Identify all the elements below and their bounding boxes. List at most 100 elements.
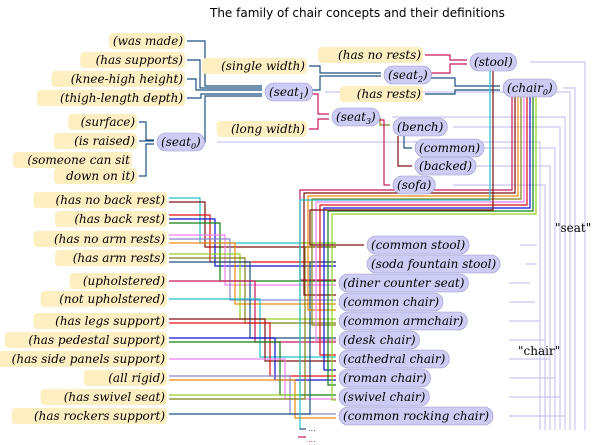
concept-text: (cathedral chair): [343, 352, 446, 366]
wire: [307, 96, 519, 311]
concept-cathedral-chair[interactable]: (cathedral chair): [338, 349, 450, 369]
definition-text: down on it): [66, 169, 135, 183]
concept-name: backed: [424, 159, 468, 173]
paren-close: ): [459, 276, 465, 290]
definition-surface: (surface): [68, 114, 137, 130]
concept-pill[interactable]: [392, 117, 448, 137]
paren-open: (: [336, 110, 341, 124]
paren-close: ): [421, 371, 427, 385]
paren-close: ): [547, 81, 553, 95]
concept-soda-stool[interactable]: (soda fountain stool): [366, 254, 501, 274]
definition-text: (has back rest): [74, 212, 165, 226]
concept-pill[interactable]: [331, 107, 381, 127]
concept-pill[interactable]: [383, 65, 433, 85]
concept-seat3[interactable]: (seat3): [331, 107, 381, 127]
wire: [169, 201, 336, 248]
wire: [299, 70, 491, 430]
definition-pill: [53, 133, 137, 149]
concept-desk-chair[interactable]: (desk chair): [338, 330, 420, 350]
concept-common[interactable]: (common): [414, 138, 485, 158]
definition-pill: [55, 211, 167, 227]
concept-pill[interactable]: [338, 387, 430, 407]
definition-pill: [339, 86, 423, 102]
paren-open: (: [343, 295, 348, 309]
definition-text: (all rigid): [108, 371, 165, 385]
concept-pill[interactable]: [338, 292, 444, 312]
concept-name: stool: [479, 55, 508, 69]
link-line: [475, 165, 551, 430]
paren-close: ): [507, 55, 513, 69]
paren-close: ): [483, 409, 489, 423]
concept-name: seat: [393, 68, 418, 82]
definition-text: (has arm rests): [73, 251, 166, 265]
concept-seat0[interactable]: (seat0): [156, 132, 206, 152]
concept-bench[interactable]: (bench): [392, 117, 448, 137]
definition-pill: [202, 58, 307, 74]
concept-seat2[interactable]: (seat2): [383, 65, 433, 85]
definition-legs: (has legs support): [33, 313, 168, 329]
definition-pill: [216, 121, 307, 137]
concept-text: (common stool): [371, 238, 465, 252]
definition-text: (has legs support): [55, 314, 165, 328]
concept-subscript: 2: [417, 75, 423, 84]
concept-roman-chair[interactable]: (roman chair): [338, 368, 431, 388]
concept-backed[interactable]: (backed): [414, 156, 477, 176]
paren-close: ): [466, 159, 472, 173]
concept-text: (swivel chair): [343, 390, 426, 404]
concept-pill[interactable]: [366, 235, 470, 255]
concept-pill[interactable]: [469, 52, 517, 72]
concept-name: common armchair: [348, 314, 460, 328]
concept-sofa[interactable]: (sofa): [392, 175, 436, 195]
concept-stool[interactable]: (stool): [469, 52, 517, 72]
concept-pill[interactable]: [264, 82, 314, 102]
concept-name: common rocking chair: [348, 409, 486, 423]
concept-diner-seat[interactable]: (diner counter seat): [338, 273, 469, 293]
concept-rocking-chair[interactable]: (common rocking chair): [338, 406, 494, 426]
concept-common-chair[interactable]: (common chair): [338, 292, 444, 312]
concept-common-armchair[interactable]: (common armchair): [338, 311, 468, 331]
concept-name: diner counter seat: [348, 276, 460, 290]
concept-text: (bench): [397, 120, 444, 134]
concept-text: (seat3): [336, 110, 376, 126]
paren-open: (: [419, 141, 424, 155]
paren-open: (: [161, 135, 166, 149]
concept-pill[interactable]: [338, 349, 450, 369]
definition-text: (has no rests): [338, 48, 421, 62]
wire: [309, 65, 381, 74]
paren-open: (: [343, 390, 348, 404]
concept-pill[interactable]: [414, 156, 477, 176]
definition-pill: [53, 168, 137, 184]
concept-pill[interactable]: [338, 406, 494, 426]
definition-long-width: (long width): [216, 121, 307, 137]
definition-swivel-seat: (has swivel seat): [40, 389, 167, 405]
concept-name: desk chair: [348, 333, 412, 347]
concept-pill[interactable]: [156, 132, 206, 152]
concept-pill[interactable]: [338, 273, 469, 293]
diagram-title: The family of chair concepts and their d…: [209, 6, 505, 20]
concept-name: chair: [512, 81, 544, 95]
concept-text: (backed): [419, 159, 472, 173]
wire: [310, 93, 329, 115]
concept-pill[interactable]: [392, 175, 436, 195]
concept-pill[interactable]: [366, 254, 501, 274]
definition-text: (has no back rest): [56, 193, 166, 207]
concept-seat1[interactable]: (seat1): [264, 82, 314, 102]
wire: [425, 89, 500, 95]
definition-text: (has supports): [96, 53, 184, 67]
concept-pill[interactable]: [338, 311, 468, 331]
definition-pill: [33, 192, 168, 208]
wire: [169, 242, 336, 305]
paren-open: (: [269, 85, 274, 99]
wire: [169, 253, 336, 320]
ellipsis-navy: ...: [308, 424, 316, 433]
concept-chair0[interactable]: (chair0): [502, 78, 557, 98]
concept-text: (roman chair): [343, 371, 427, 385]
concept-pill[interactable]: [338, 368, 431, 388]
concept-swivel-chair[interactable]: (swivel chair): [338, 387, 430, 407]
concept-pill[interactable]: [502, 78, 557, 98]
concept-name: bench: [402, 120, 439, 134]
concept-pill[interactable]: [338, 330, 420, 350]
wire: [169, 322, 336, 377]
concept-common-stool[interactable]: (common stool): [366, 235, 470, 255]
